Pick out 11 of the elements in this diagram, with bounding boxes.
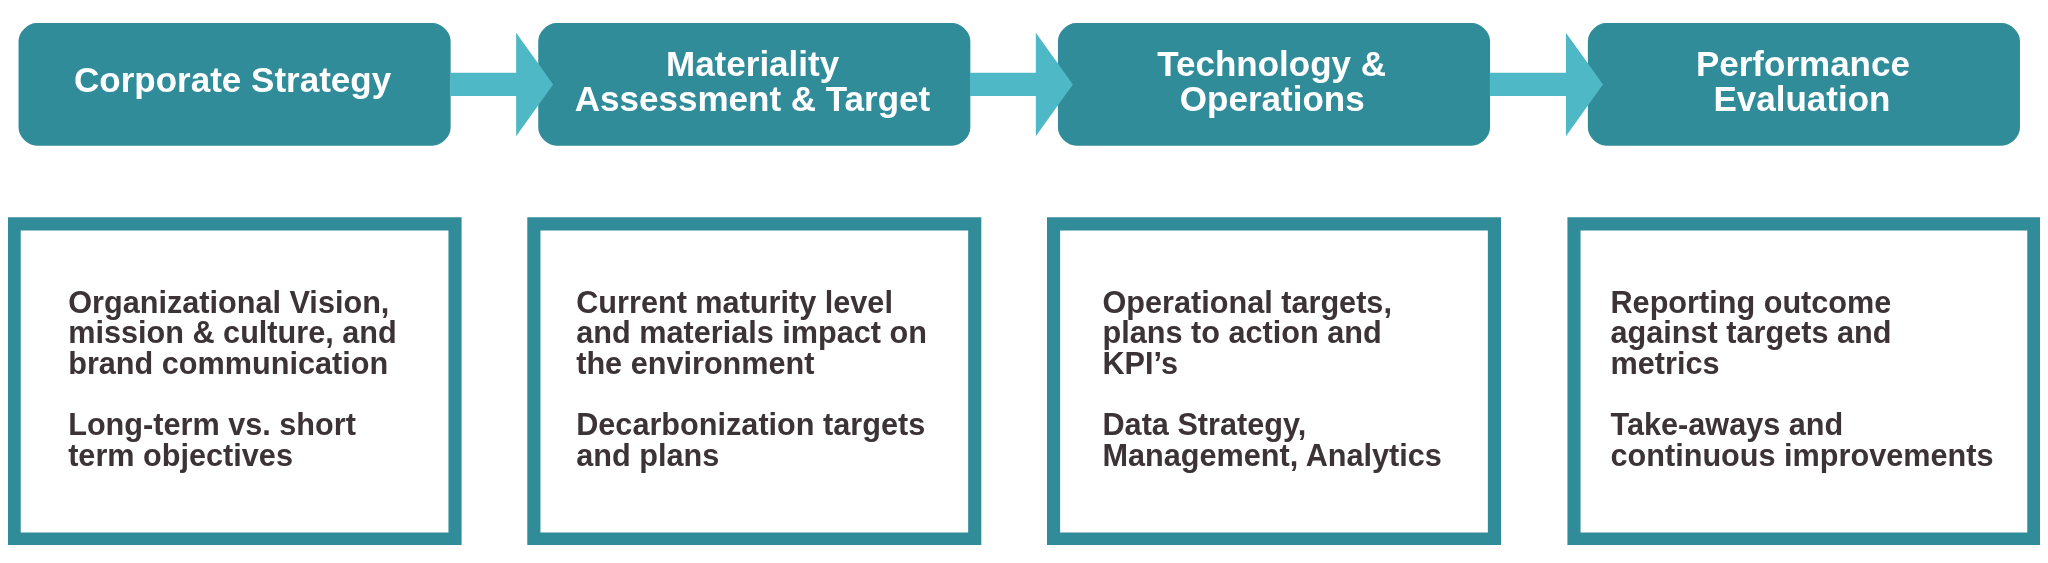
node-box: Corporate Strategy [18,23,451,146]
arrow [1489,32,1603,137]
node-box: Organizational Vision, mission & culture, and brand communication Long-term vs. short term objectives [8,217,462,545]
node-box: Materiality Assessment & Target [538,23,971,146]
node-box: Current maturity level and materials impact on the environment Decarbonization targets and plans [527,217,982,545]
arrow [450,32,554,137]
node-box: Operational targets, plans to action and KPI’s Data Strategy, Management, Analytics [1047,217,1501,545]
arrow [970,32,1073,137]
node-box: Technology & Operations [1057,23,1491,146]
node-box: Performance Evaluation [1587,23,2020,146]
node-box: Reporting outcome against targets and metrics Take-aways and continuous improvements [1567,217,2040,545]
